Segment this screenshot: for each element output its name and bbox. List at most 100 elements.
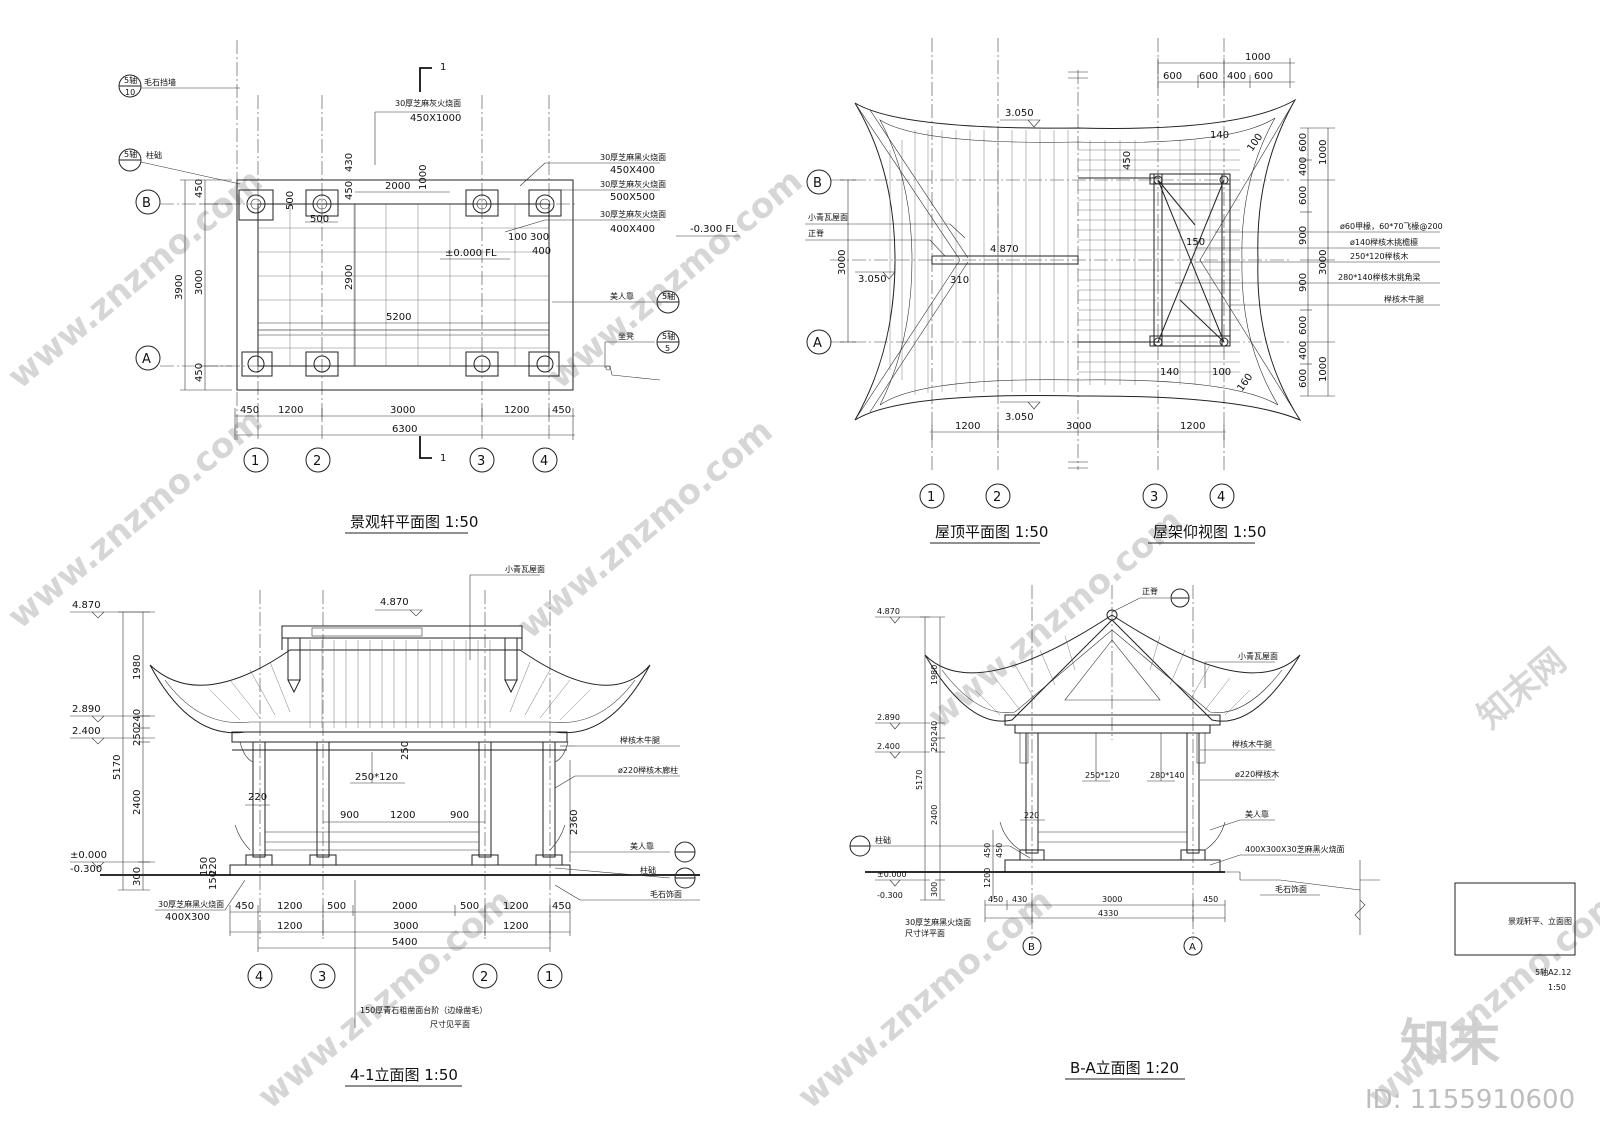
dim-text: 450 (1122, 151, 1133, 170)
plan-ref-tag: 5轴 10 毛石挡墙 (118, 74, 240, 98)
roof-frame (1078, 173, 1231, 347)
roof-break-mark (1068, 71, 1088, 469)
grid-label: 4 (255, 970, 263, 985)
label-beam: 250*120 (1085, 771, 1120, 780)
label-level: -0.300 FL (690, 224, 737, 235)
plan-outline (236, 179, 574, 391)
dim-text: 150 (199, 857, 210, 876)
label-bracket: 榉核木牛腿 (1232, 739, 1272, 749)
grid-bubble-2 (985, 483, 1011, 509)
roof-rafter-hatch (1078, 140, 1240, 385)
dim-text: 300 (930, 882, 939, 897)
watermark-id: ID: 1155910600 (1365, 1085, 1575, 1115)
elev41-title: 4-1立面图 1:50 (350, 1066, 458, 1084)
roof-leaders (1175, 231, 1440, 306)
watermark-logo: 知末 (1400, 1014, 1500, 1072)
dim-text: 1200 (390, 810, 415, 821)
dim-text: 900 (1298, 273, 1309, 292)
plan-ref-tag: 坐凳 5轴 5 (604, 330, 680, 368)
title-block-frame (1454, 882, 1576, 956)
dim-text: 5200 (386, 312, 411, 323)
dim-text: 250 (400, 741, 411, 760)
watermark-text: www.znzmo.com (0, 401, 270, 637)
label-step: 150厚青石粗凿面台阶（边缘凿毛） (360, 1005, 487, 1015)
dim-text: 450 (235, 901, 254, 912)
svg-text:10: 10 (125, 88, 135, 97)
title-block-name: 景观轩平、立面图 (1508, 916, 1572, 926)
plan-paving-grid (258, 204, 549, 366)
dim-text: 600 (1254, 71, 1273, 82)
plan-section-label: 1 (440, 453, 446, 464)
elev-ba-seat (999, 821, 1226, 851)
label-stone: 毛石饰面 (1275, 884, 1307, 894)
grid-bubble-a (135, 345, 161, 371)
roof-top-dims (1157, 58, 1295, 88)
dim-text: 450 (995, 843, 1004, 858)
elevba-title: B-A立面图 1:20 (1070, 1059, 1179, 1077)
level-text: 3.050 (1005, 412, 1034, 423)
roof-tile-hatch (889, 130, 1069, 395)
svg-text:-0.300: -0.300 (877, 891, 903, 900)
svg-text:2.400: 2.400 (877, 742, 900, 751)
label-beam: 280*140 (1150, 771, 1185, 780)
grid-bubble-a (806, 329, 832, 355)
label-size: 500X500 (610, 192, 655, 203)
label-size: 400X400 (610, 224, 655, 235)
grid-label: B (142, 196, 151, 211)
roof-right-dims (1300, 127, 1335, 397)
elev-base (229, 864, 571, 876)
elev-ba-column (1186, 732, 1200, 854)
label-beam: 250*120榉核木 (1350, 251, 1409, 261)
elev-roof (149, 649, 651, 734)
dim-text: 1200 (277, 901, 302, 912)
dim-text: 3000 (1102, 895, 1122, 904)
dim-text: 500 (327, 901, 346, 912)
plan-step (563, 365, 661, 381)
dim-text: 2000 (392, 901, 417, 912)
grid-bubble-2 (472, 963, 498, 989)
label-tile: 小青瓦屋面 (1238, 651, 1278, 661)
grid-label: 1 (927, 490, 935, 505)
plan-ref-tag: 5轴 柱础 (118, 148, 241, 185)
label-paving: 30厚芝麻灰火烧面 (395, 98, 461, 108)
dim-text: 450 (194, 179, 205, 198)
plan-section-mark (419, 67, 432, 92)
dim-text: 450 (1203, 895, 1218, 904)
label-step: 30厚芝麻黑火烧面 (905, 917, 971, 927)
grid-bubble-b (1022, 936, 1042, 956)
label-ridge: 正脊 (808, 228, 824, 238)
elev-left-dims (118, 611, 150, 891)
label-size: 450X400 (610, 165, 655, 176)
elevation-4-1: 4.870 2.890 2.400 ±0.000 -0.300 4.870 51… (70, 564, 700, 1087)
grid-label: A (142, 352, 151, 367)
roof-hip-lines (854, 99, 1301, 421)
label-beam: 250*120 (355, 772, 398, 783)
title-block: 景观轩平、立面图 5轴A2.12 1:50 (1454, 882, 1576, 992)
label-tile: 小青瓦屋面 (505, 564, 545, 574)
watermark-layer: www.znzmo.com www.znzmo.com www.znzmo.co… (0, 161, 1600, 1117)
svg-text:4.870: 4.870 (877, 607, 900, 616)
dim-text: 1200 (983, 868, 992, 888)
dim-text: 500 (310, 214, 329, 225)
dim-text: 2900 (344, 265, 355, 290)
dim-text: 900 (340, 810, 359, 821)
dim-text: 1000 (1318, 140, 1329, 165)
dim-text: 600 (1298, 133, 1309, 152)
label-level: ±0.000 FL (445, 248, 497, 259)
elev-ba-roof (924, 614, 1301, 722)
watermark-text: www.znzmo.com (790, 881, 1060, 1117)
dim-text: 1000 (1245, 52, 1270, 63)
svg-text:2.400: 2.400 (72, 726, 101, 737)
dim-text: 1200 (504, 405, 529, 416)
dim-text: 450 (194, 363, 205, 382)
label-seat: 美人靠 (1245, 809, 1269, 819)
svg-text:±0.000: ±0.000 (70, 850, 107, 861)
elev-ba-bottom-dims (984, 900, 1226, 922)
grid-label: 2 (480, 970, 488, 985)
elev-ridge (281, 625, 523, 639)
dim-text: 400 (532, 246, 551, 257)
watermark-text: www.znzmo.com (0, 161, 270, 397)
dim-text: 600 (1163, 71, 1182, 82)
label-seat: 美人靠 (610, 291, 634, 301)
